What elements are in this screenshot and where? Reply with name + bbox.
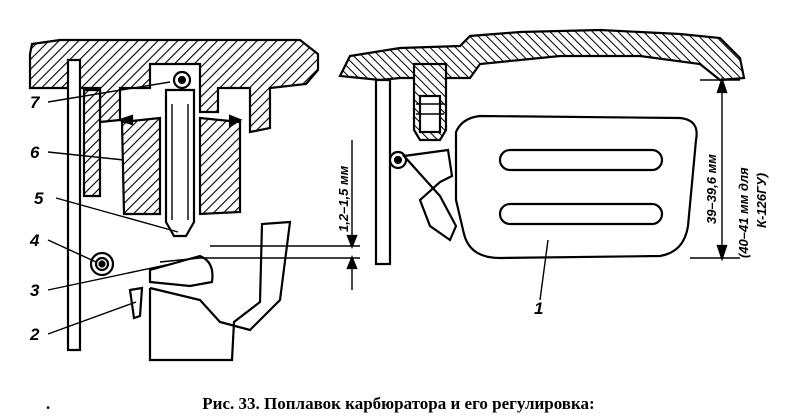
float-rib-top (498, 148, 664, 172)
figure-caption: Рис. 33. Поплавок карбюратора и его регу… (202, 394, 595, 413)
inner-wall-hatched (82, 88, 102, 198)
left-section-view (28, 38, 360, 362)
float-lever-right (401, 148, 458, 242)
caption-bullet: . (46, 394, 51, 413)
float-chamber-wall-right (374, 78, 392, 266)
label-2: 2 (29, 325, 40, 344)
label-6: 6 (30, 143, 40, 162)
label-1: 1 (534, 299, 543, 318)
float-chamber-cover (28, 38, 320, 134)
k126-note: (40–41 мм для (736, 167, 751, 258)
float-lever (148, 254, 214, 288)
cover-right (338, 28, 746, 82)
chamber-wall (66, 58, 82, 352)
float (454, 114, 698, 260)
k126-model: К-126ГУ) (754, 173, 769, 228)
float-body-left (148, 220, 292, 362)
label-7: 7 (30, 93, 41, 112)
needle-valve (164, 88, 196, 238)
label-5: 5 (34, 189, 44, 208)
label-3: 3 (30, 281, 40, 300)
right-assembled-view (338, 28, 746, 301)
lever-tongue (159, 257, 201, 263)
valve-seat-body (120, 116, 162, 216)
float-height-dimension: 39–39,6 мм (704, 154, 719, 224)
lever-stop (128, 286, 144, 320)
gap-dimension: 1,2–1,5 мм (336, 165, 351, 232)
label-4: 4 (29, 231, 40, 250)
float-rib-bottom (498, 202, 664, 226)
valve-seat-body-right (198, 116, 242, 216)
